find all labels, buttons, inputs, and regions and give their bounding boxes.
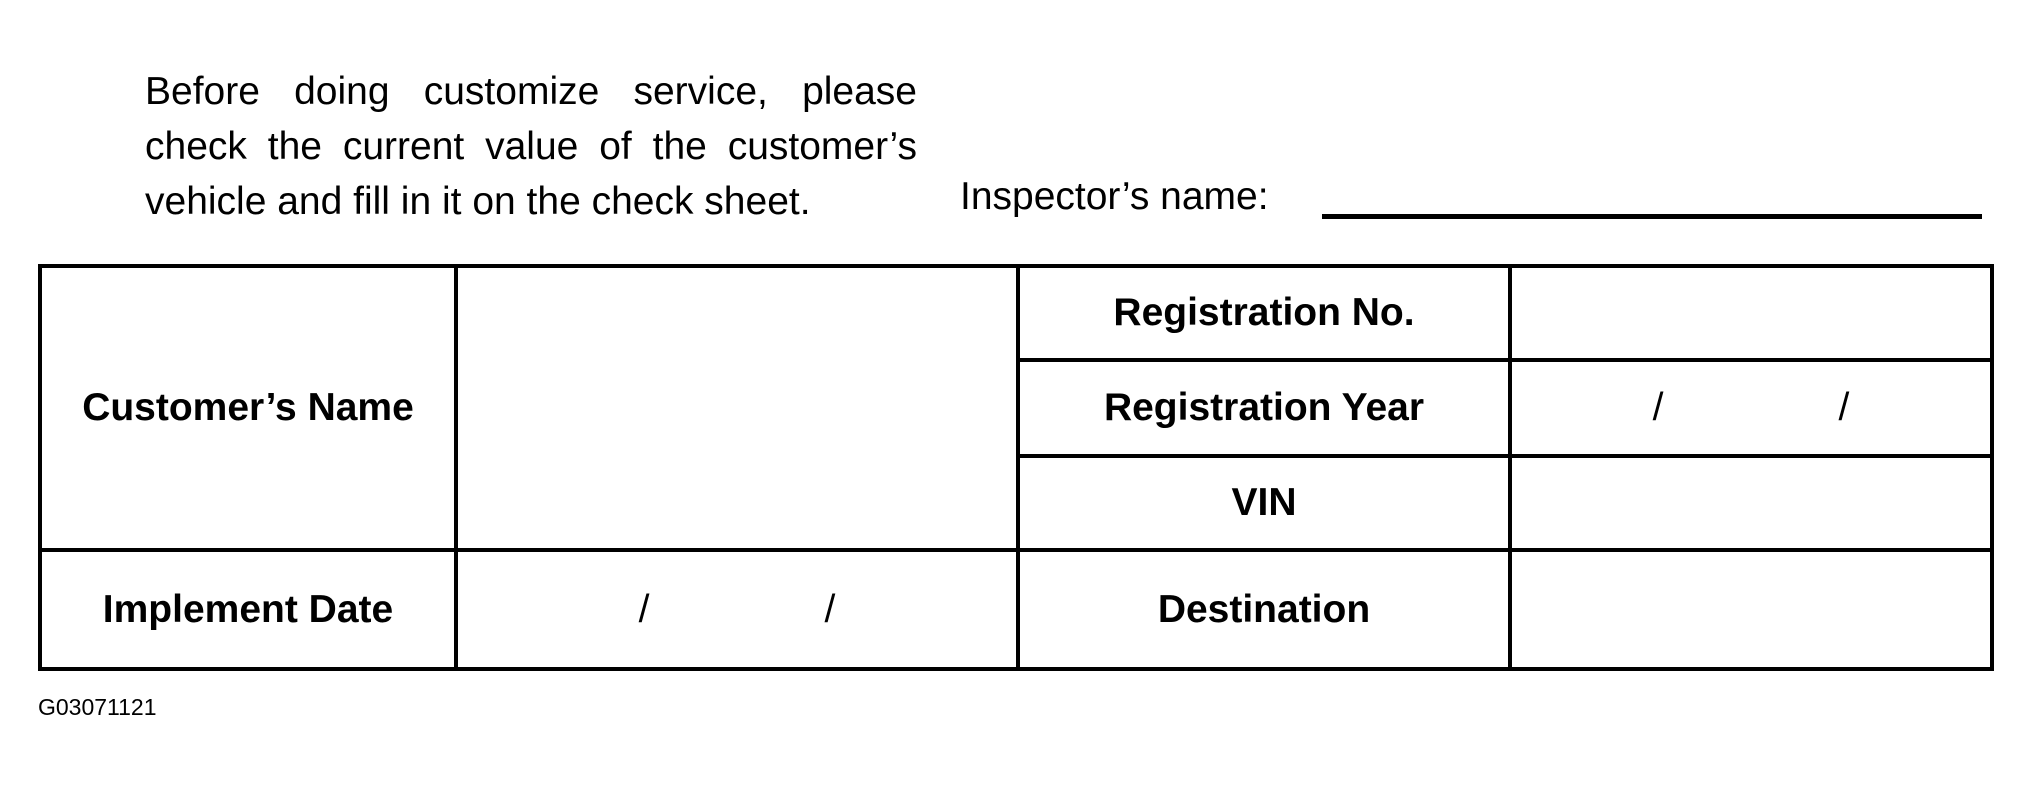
registration-no-field[interactable]: [1508, 263, 1994, 363]
table-row: Registration Year //: [40, 358, 1994, 458]
inspector-name-field[interactable]: [1322, 214, 1982, 219]
destination-field[interactable]: [1508, 548, 1994, 671]
vin-field[interactable]: [1508, 453, 1994, 553]
check-sheet-table: Customer’s Name Registration No. Registr…: [38, 263, 1994, 671]
date-separator: /: [824, 587, 836, 631]
figure-code: G03071121: [38, 694, 157, 720]
table-row: VIN: [40, 453, 1994, 553]
registration-year-label: Registration Year: [1016, 358, 1512, 458]
customer-name-field[interactable]: [454, 263, 1020, 553]
implement-date-label: Implement Date: [38, 548, 458, 671]
implement-date-field[interactable]: //: [454, 548, 1020, 671]
date-separator: /: [1838, 386, 1850, 430]
registration-no-label: Registration No.: [1016, 263, 1512, 363]
table-row: Implement Date // Destination: [38, 548, 1994, 671]
destination-label: Destination: [1016, 548, 1512, 671]
instructions-text: Before doing customize service, please c…: [145, 64, 917, 229]
inspector-name-label: Inspector’s name:: [960, 175, 1269, 218]
date-separator: /: [638, 587, 650, 631]
date-separator: /: [1652, 386, 1664, 430]
instructions-line-3: vehicle and fill in it on the check shee…: [145, 180, 811, 223]
instructions-line-2: check the current value of the customer’…: [145, 125, 917, 168]
instructions-line-1: Before doing customize service, please: [145, 70, 917, 113]
customer-name-label: Customer’s Name: [38, 263, 458, 553]
vin-label: VIN: [1016, 453, 1512, 553]
table-row: Customer’s Name Registration No.: [38, 263, 1994, 553]
registration-year-field[interactable]: //: [1508, 358, 1994, 458]
